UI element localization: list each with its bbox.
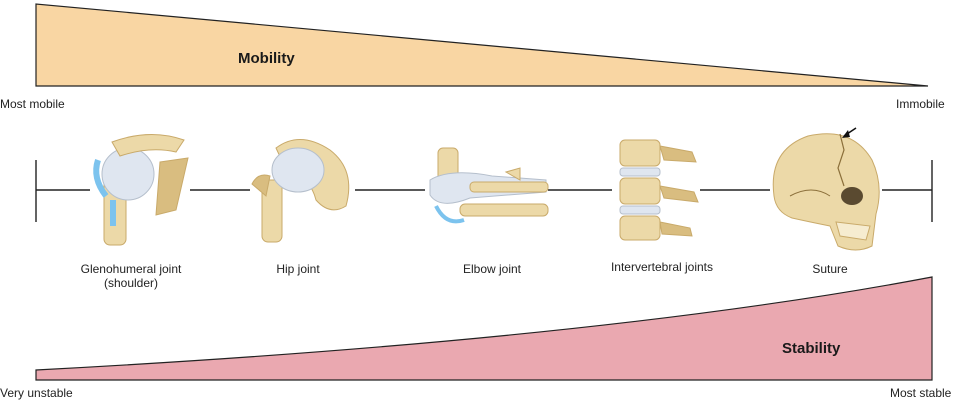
joint-name: Hip joint (276, 262, 320, 276)
immobile-label: Immobile (896, 97, 945, 111)
mobility-title: Mobility (238, 50, 295, 67)
hip-joint-icon (251, 139, 350, 243)
most-mobile-label: Most mobile (0, 97, 65, 111)
joint-label-elbow: Elbow joint (450, 262, 534, 276)
most-stable-label: Most stable (890, 386, 952, 400)
shoulder-joint-icon (93, 133, 189, 246)
vertebra-icon (619, 139, 699, 241)
skull-icon (772, 127, 880, 251)
joint-label-intervertebral: Intervertebral joints (596, 260, 728, 274)
joint-name: Elbow joint (462, 262, 522, 276)
joint-subname: (shoulder) (103, 276, 159, 290)
very-unstable-label: Very unstable (0, 386, 73, 400)
joint-name: Intervertebral joints (610, 260, 714, 274)
mobility-wedge (35, 3, 929, 87)
joint-label-suture: Suture (800, 262, 860, 276)
joint-label-hip: Hip joint (262, 262, 334, 276)
joint-name: Suture (812, 262, 848, 276)
stability-wedge (35, 276, 933, 381)
joint-label-glenohumeral: Glenohumeral joint (shoulder) (68, 262, 194, 290)
stability-title: Stability (782, 340, 841, 357)
joint-axis-line (35, 160, 933, 222)
joint-name: Glenohumeral joint (80, 262, 182, 276)
elbow-joint-icon (429, 147, 549, 224)
